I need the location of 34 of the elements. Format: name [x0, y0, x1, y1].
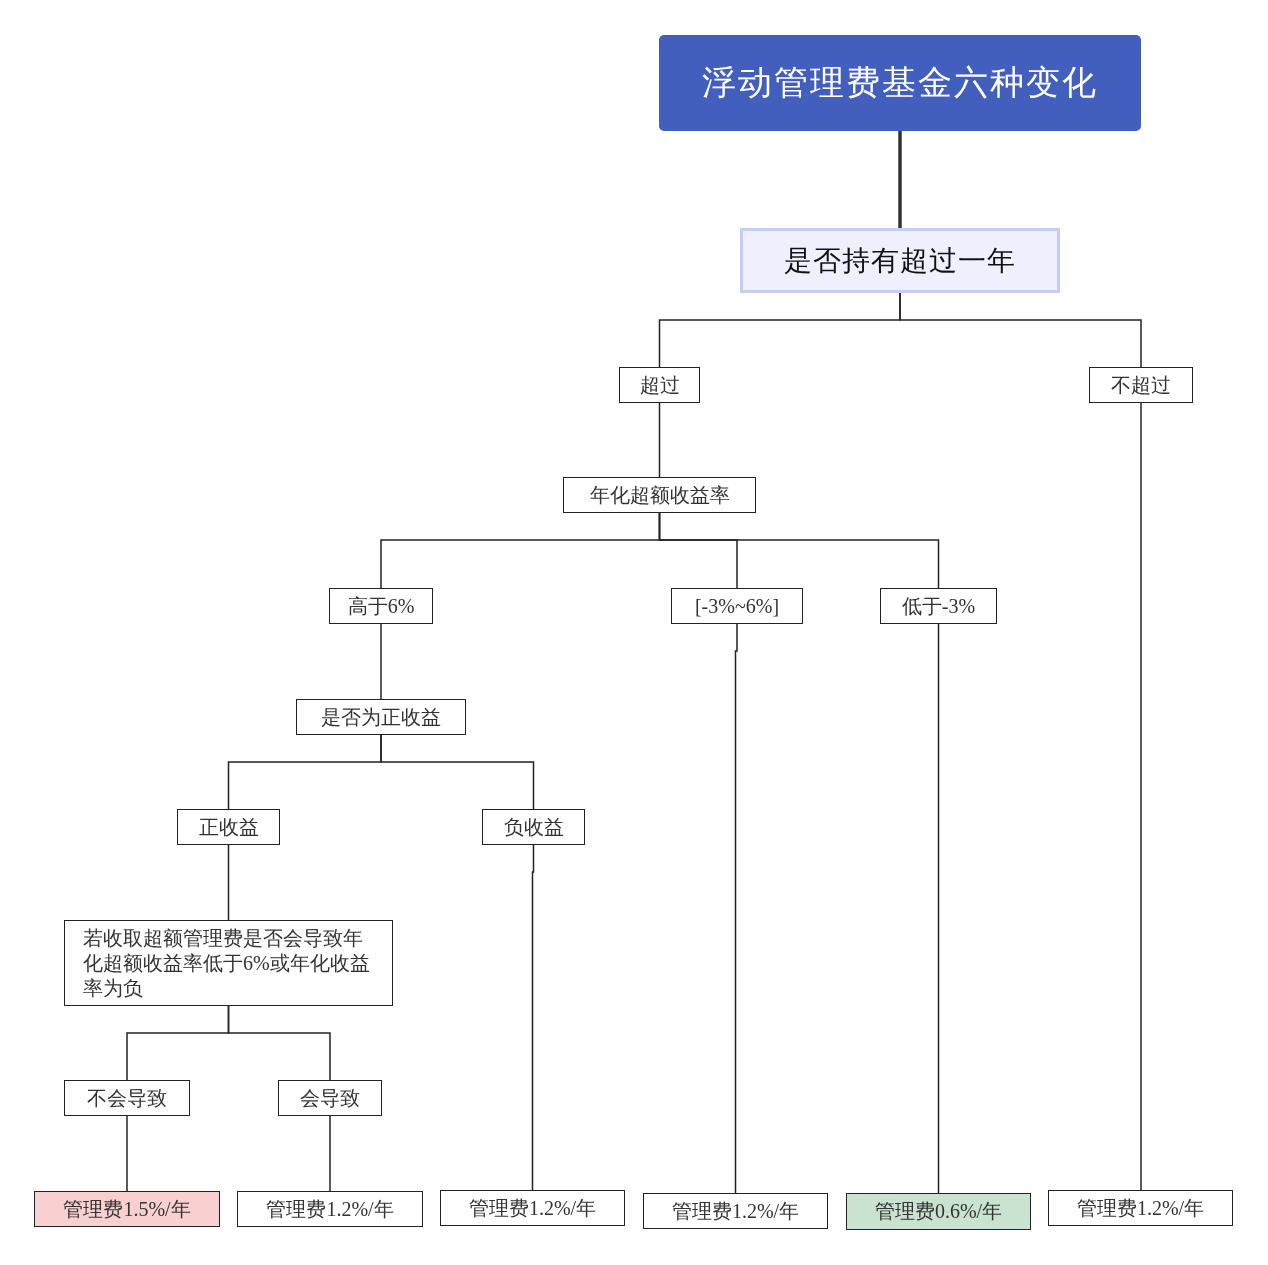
option-box: [-3%~6%] — [671, 588, 803, 624]
result-box: 管理费1.2%/年 — [237, 1191, 423, 1227]
result-box: 管理费1.5%/年 — [34, 1191, 220, 1227]
connector-line — [126, 1115, 128, 1192]
connector-line — [734, 623, 738, 1194]
option-box: 低于-3% — [880, 588, 997, 624]
connector-line — [227, 844, 230, 921]
option-box: 不会导致 — [64, 1080, 190, 1116]
connector-line — [658, 512, 940, 589]
result-box: 管理费1.2%/年 — [1048, 1190, 1233, 1226]
question-box: 是否持有超过一年 — [740, 228, 1060, 293]
question-box: 若收取超额管理费是否会导致年化超额收益率低于6%或年化收益率为负 — [64, 920, 393, 1006]
connector-line — [1140, 402, 1142, 1191]
connector-line — [899, 292, 1142, 368]
option-box: 不超过 — [1089, 367, 1193, 403]
option-box: 正收益 — [177, 809, 280, 845]
question-box: 是否为正收益 — [296, 699, 466, 735]
connector-line — [380, 623, 382, 700]
result-box: 管理费1.2%/年 — [440, 1190, 625, 1226]
option-box: 会导致 — [278, 1080, 382, 1116]
connector-line — [658, 402, 661, 478]
connector-line — [227, 1005, 331, 1081]
option-box: 高于6% — [329, 588, 433, 624]
connector-line — [531, 844, 535, 1191]
option-box: 超过 — [619, 367, 700, 403]
title-box: 浮动管理费基金六种变化 — [659, 35, 1141, 131]
connector-line — [937, 623, 940, 1194]
option-box: 负收益 — [482, 809, 585, 845]
connector-line — [898, 131, 902, 228]
connector-line — [380, 734, 535, 810]
connector-line — [329, 1115, 331, 1192]
question-box: 年化超额收益率 — [563, 477, 756, 513]
result-box: 管理费1.2%/年 — [643, 1193, 828, 1229]
result-box: 管理费0.6%/年 — [846, 1193, 1031, 1230]
